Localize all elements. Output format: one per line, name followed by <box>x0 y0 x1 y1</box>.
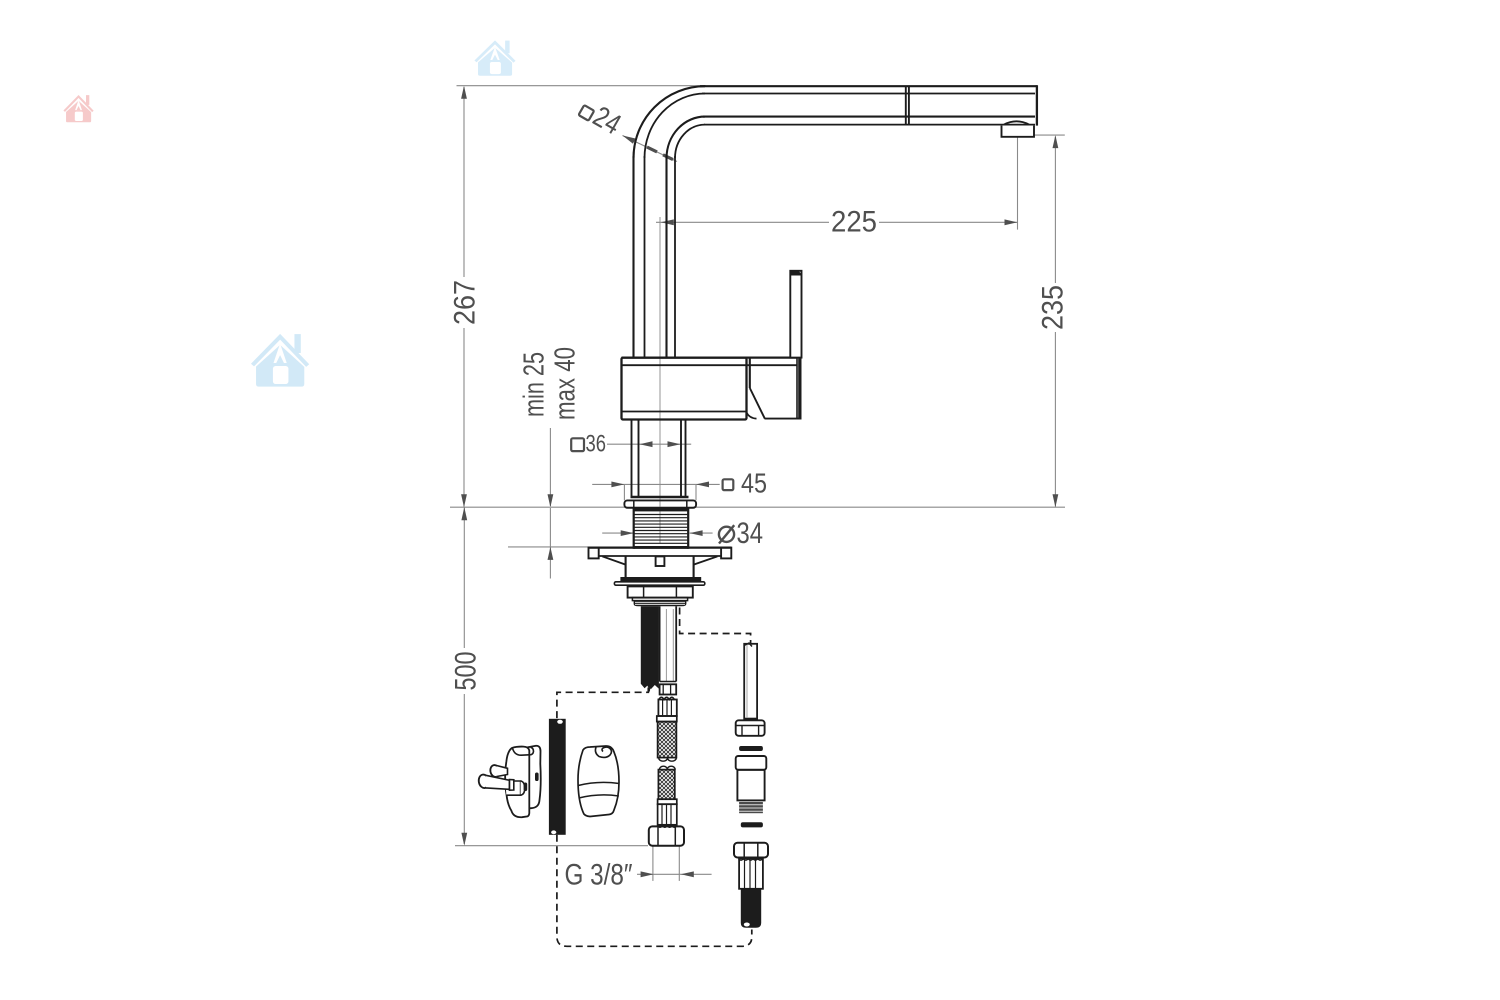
svg-text:225: 225 <box>831 206 877 239</box>
svg-text:267: 267 <box>449 280 482 325</box>
svg-text:500: 500 <box>450 652 483 691</box>
svg-text:max 40: max 40 <box>550 347 582 420</box>
svg-text:G 3/8″: G 3/8″ <box>565 859 633 892</box>
svg-text:min 25: min 25 <box>519 352 551 417</box>
svg-text:235: 235 <box>1037 285 1070 330</box>
svg-text:24: 24 <box>588 101 627 142</box>
svg-text:34: 34 <box>737 517 764 550</box>
svg-text:45: 45 <box>741 467 767 498</box>
svg-text:36: 36 <box>586 431 607 458</box>
